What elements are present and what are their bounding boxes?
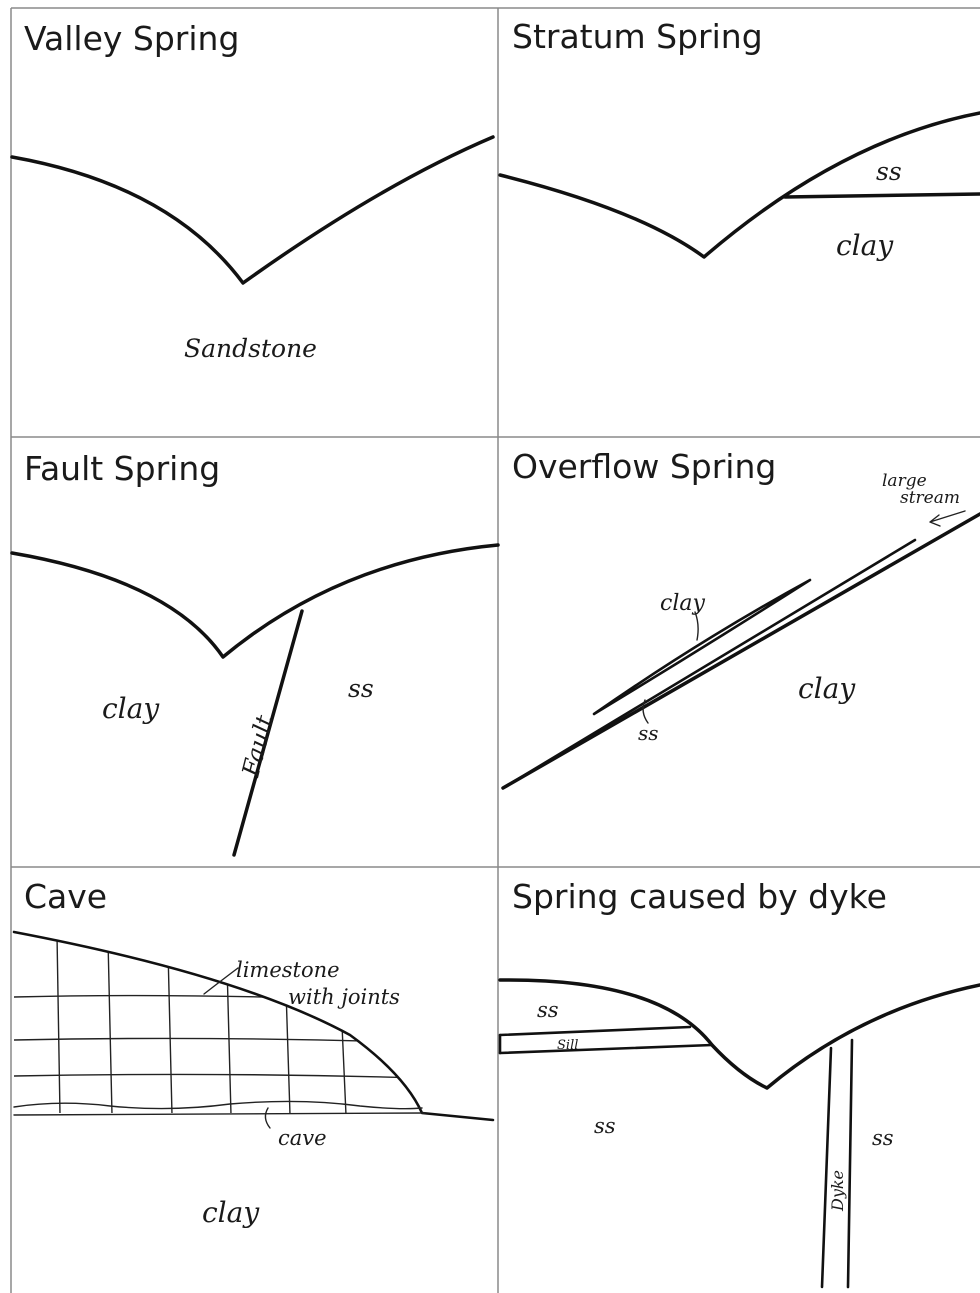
dyke-left-wall xyxy=(822,1048,831,1287)
limestone-label-line1: limestone xyxy=(236,958,340,982)
fault-label: Fault xyxy=(236,712,279,780)
limestone-label-line2: with joints xyxy=(288,985,400,1009)
stratum-ground-surface xyxy=(500,113,980,257)
dyke-ss-left-label: ss xyxy=(594,1114,616,1138)
overflow-ground-surface xyxy=(503,514,980,788)
cave-label: cave xyxy=(278,1126,327,1150)
sandstone-label: Sandstone xyxy=(184,334,317,363)
cave-title: Cave xyxy=(24,877,107,916)
dyke-ss-top-label: ss xyxy=(537,998,559,1022)
fault-ground-surface xyxy=(12,545,498,657)
sill-label: Sill xyxy=(557,1038,578,1053)
overflow-clay-label: clay xyxy=(798,672,856,705)
dyke-right-wall xyxy=(848,1040,852,1287)
fault-clay-label: clay xyxy=(102,692,160,725)
overflow-ss-base xyxy=(503,540,915,788)
stratum-spring-title: Stratum Spring xyxy=(512,17,763,56)
sill-top xyxy=(500,1027,690,1035)
panel-overflow-spring: Overflow Spring large stream clay ss cla… xyxy=(503,447,980,788)
fault-ss-label: ss xyxy=(348,674,374,703)
limestone-joints xyxy=(14,935,420,1115)
overflow-spring-title: Overflow Spring xyxy=(512,447,776,486)
dyke-ground-surface xyxy=(500,980,980,1088)
cave-floor xyxy=(14,1113,425,1115)
panel-fault-spring: Fault Spring clay ss Fault xyxy=(12,449,498,855)
panel-dyke-spring: Spring caused by dyke ss Sill ss ss Dyke xyxy=(500,877,980,1287)
fault-spring-title: Fault Spring xyxy=(24,449,220,488)
valley-ground-surface xyxy=(12,137,493,283)
stratum-clay-label: clay xyxy=(836,229,894,262)
cave-clay-label: clay xyxy=(202,1196,260,1229)
panel-cave: Cave limestone with joints cave clay xyxy=(14,877,493,1229)
dyke-spring-title: Spring caused by dyke xyxy=(512,877,887,916)
panel-grid xyxy=(11,8,980,1293)
overflow-ss-band-label: ss xyxy=(638,721,659,745)
stratum-bedding-plane xyxy=(785,194,980,197)
stratum-ss-label: ss xyxy=(876,157,902,186)
dyke-ss-right-label: ss xyxy=(872,1126,894,1150)
dyke-label: Dyke xyxy=(828,1170,847,1212)
panel-stratum-spring: Stratum Spring ss clay xyxy=(500,17,980,262)
overflow-clay-leader xyxy=(695,612,698,640)
overflow-clay-band-label: clay xyxy=(660,591,705,616)
panel-valley-spring: Valley Spring Sandstone xyxy=(12,19,493,363)
valley-spring-title: Valley Spring xyxy=(24,19,239,58)
large-stream-label-line2: stream xyxy=(900,488,960,508)
sill-bottom xyxy=(500,1045,712,1053)
cave-leader xyxy=(265,1108,270,1128)
cave-roof xyxy=(14,1101,422,1108)
limestone-leader xyxy=(204,968,238,994)
